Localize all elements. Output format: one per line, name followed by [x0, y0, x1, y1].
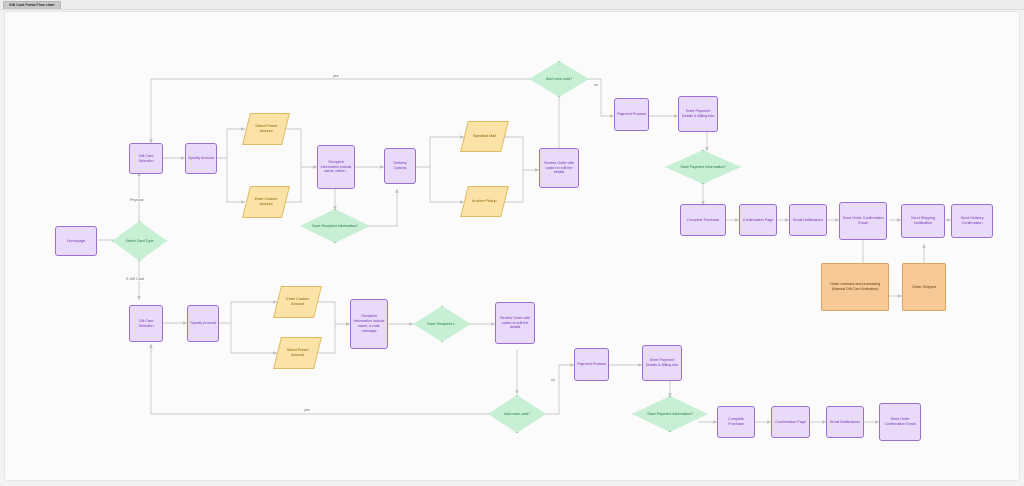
edge-label-egift: E-Gift Card [125, 277, 145, 281]
node-physical-complete-purchase[interactable]: Complete Purchase [680, 204, 726, 236]
node-label: Save Payment Information? [647, 410, 693, 416]
node-egift-email-notifications[interactable]: Email Notifications [826, 406, 864, 438]
node-physical-confirmation-page[interactable]: Confirmation Page [739, 204, 777, 236]
node-label: Recipient Information include name, deli… [320, 158, 352, 174]
node-physical-delivery-options[interactable]: Delivery Options [384, 148, 416, 184]
node-label: Recipient Information include name, e-ma… [353, 313, 385, 333]
node-egift-review-order[interactable]: Review Order with option to edit the det… [495, 302, 535, 344]
node-label: Select Preset Amount [255, 123, 277, 133]
node-physical-select-preset-amount[interactable]: Select Preset Amount [242, 113, 290, 145]
node-label: Send Order Confirmation Email [842, 215, 884, 225]
node-label: Specify Amount [188, 155, 214, 161]
node-physical-send-shipping-notification[interactable]: Send Shipping Notification [901, 204, 945, 238]
node-physical-instore-pickup[interactable]: In-store Pickup [460, 186, 509, 217]
node-egift-enter-custom-amount[interactable]: Enter Custom Amount [273, 286, 322, 318]
node-egift-complete-purchase[interactable]: Complete Purchase [717, 406, 755, 438]
node-physical-email-notifications[interactable]: Email Notifications [789, 204, 827, 236]
edge-label-physical: Physical [129, 198, 145, 202]
node-label: Send Order Confirmation Email [884, 416, 916, 426]
node-label: Save Payment Information? [680, 163, 726, 169]
document-tab[interactable]: Gift Card Portal Flow chart [3, 1, 61, 9]
edge-label-egift-add-more-no: no [550, 378, 556, 382]
node-label: Order received and processing (Manual Gi… [829, 281, 881, 291]
node-label: Confirmation Page [742, 216, 774, 222]
node-label: Review Order with option to edit the det… [543, 159, 575, 175]
window-tab-bar: Gift Card Portal Flow chart [0, 0, 1024, 10]
node-label: Save Recipient I... [427, 320, 457, 326]
node-label: Specify Amount [190, 320, 216, 326]
node-label: Enter Payment Details & Billing Info [681, 108, 715, 118]
node-label: Select Preset Amount [286, 347, 309, 357]
node-order-shipped[interactable]: Order Shipped [902, 263, 946, 311]
node-homepage[interactable]: Homepage [55, 226, 97, 256]
node-egift-recipient-information[interactable]: Recipient Information include name, e-ma… [350, 299, 388, 349]
node-label: Enter Custom Amount [286, 296, 309, 306]
node-label: Add more card? [545, 75, 573, 81]
node-egift-send-order-confirmation[interactable]: Send Order Confirmation Email [879, 403, 921, 441]
node-label: Review Order with option to edit the det… [499, 314, 531, 330]
node-label: Delivery Options [393, 160, 407, 170]
node-label: Gift Card Selection [138, 152, 154, 163]
node-egift-payment-process[interactable]: Payment Process [574, 348, 609, 381]
node-egift-enter-payment-details[interactable]: Enter Payment Details & Billing Info [642, 345, 682, 381]
node-label: Complete Purchase [686, 216, 720, 222]
node-order-received-processing[interactable]: Order received and processing (Manual Gi… [821, 263, 889, 311]
node-label: Enter Payment Details & Billing Info [645, 357, 679, 367]
node-physical-recipient-information[interactable]: Recipient Information include name, deli… [317, 145, 355, 189]
edge-label-egift-add-more-yes: yes [303, 408, 311, 412]
node-label: Payment Process [577, 361, 606, 367]
node-egift-select-preset-amount[interactable]: Select Preset Amount [273, 337, 322, 369]
node-physical-standard-mail[interactable]: Standard Mail [460, 121, 509, 152]
node-label: Email Notifications [829, 418, 861, 424]
node-label: Email Notifications [792, 216, 824, 222]
node-label: Send Delivery Confirmation [960, 215, 984, 225]
node-physical-send-delivery-confirmation[interactable]: Send Delivery Confirmation [951, 204, 993, 238]
node-egift-specify-amount[interactable]: Specify Amount [187, 305, 219, 342]
flowchart-canvas[interactable]: Homepage Select Card Type Physical E-Gif… [4, 11, 1020, 481]
edge-label-physical-add-more-no: no [593, 83, 599, 87]
node-physical-enter-payment-details[interactable]: Enter Payment Details & Billing Info [678, 96, 718, 132]
node-label: Gift Card Selection [138, 317, 154, 328]
flowchart-edges [98, 78, 952, 424]
node-label: Standard Mail [473, 133, 496, 139]
node-label: Add more card? [503, 410, 531, 416]
node-physical-send-order-confirmation[interactable]: Send Order Confirmation Email [839, 202, 887, 240]
node-label: Select Card Type [125, 237, 154, 243]
node-label: Payment Process [617, 111, 646, 117]
node-egift-gift-card-selection[interactable]: Gift Card Selection [129, 305, 163, 342]
node-physical-specify-amount[interactable]: Specify Amount [185, 143, 217, 174]
node-label: Complete Purchase [728, 416, 744, 426]
node-physical-payment-process[interactable]: Payment Process [614, 98, 649, 131]
edge-label-physical-add-more-yes: yes [332, 74, 340, 78]
node-label: Homepage [66, 237, 86, 243]
node-label: Confirmation Page [775, 418, 806, 424]
node-physical-enter-custom-amount[interactable]: Enter Custom Amount [242, 186, 290, 218]
node-physical-review-order[interactable]: Review Order with option to edit the det… [539, 148, 579, 188]
node-physical-gift-card-selection[interactable]: Gift Card Selection [129, 143, 163, 174]
node-egift-confirmation-page[interactable]: Confirmation Page [771, 406, 810, 438]
node-label: Order Shipped [911, 283, 936, 289]
node-label: In-store Pickup [472, 198, 497, 204]
node-label: Send Shipping Notification [910, 215, 935, 225]
node-label: Enter Custom Amount [254, 196, 278, 206]
node-label: Save Recipient Information? [311, 222, 359, 228]
